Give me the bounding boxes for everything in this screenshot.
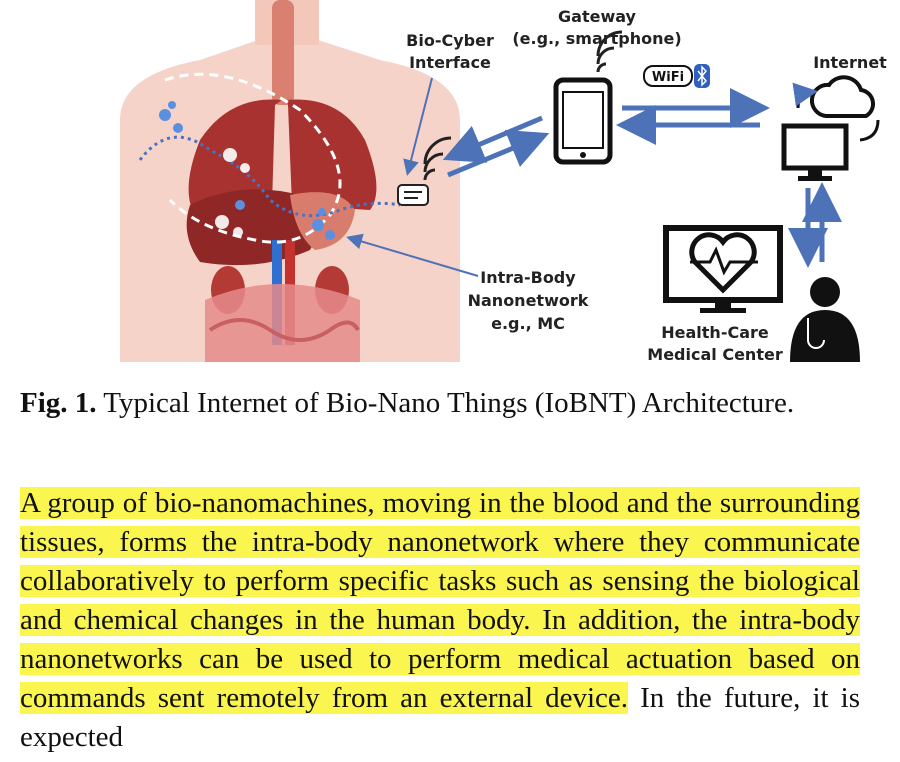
- smartphone-icon: [553, 30, 623, 165]
- figure-label: Fig. 1.: [20, 387, 97, 419]
- bio-cyber-label-line2: Interface: [409, 53, 491, 72]
- computer-icon: [781, 123, 849, 181]
- bio-cyber-pointer: [403, 77, 433, 176]
- internet-label: Internet: [813, 53, 887, 72]
- intra-body-label-line2: Nanonetwork: [468, 291, 589, 310]
- bio-cyber-label-line1: Bio-Cyber: [406, 31, 494, 50]
- cloud-icon: [792, 75, 880, 142]
- figure-caption-text: Typical Internet of Bio-Nano Things (IoB…: [103, 387, 795, 419]
- doctor-icon: [790, 277, 860, 362]
- heart-monitor-icon: [663, 225, 783, 313]
- paragraph-text: In the future, it is expected: [20, 682, 860, 753]
- body-organs-illustration: [120, 0, 460, 362]
- wifi-badge-icon: WiFi: [643, 65, 693, 87]
- gateway-example-label: (e.g., smartphone): [512, 29, 681, 48]
- health-care-label-line1: Health-Care: [661, 323, 769, 342]
- intra-body-label-line3: e.g., MC: [491, 314, 565, 333]
- signal-waves-icon: [596, 30, 623, 73]
- wifi-label: WiFi: [652, 70, 684, 85]
- body-paragraph: A group of bio-nanomachines, moving in t…: [20, 484, 860, 757]
- gateway-label: Gateway: [558, 7, 637, 26]
- intra-body-pointer: [346, 233, 479, 277]
- bluetooth-icon: [694, 64, 710, 88]
- body-to-gateway-arrow: [447, 129, 550, 178]
- health-care-label-line2: Medical Center: [647, 345, 783, 364]
- highlighted-text: A group of bio-nanomachines, moving in t…: [20, 487, 860, 714]
- intra-body-label-line1: Intra-Body: [480, 268, 576, 287]
- figure-caption: Fig. 1. Typical Internet of Bio-Nano Thi…: [20, 386, 860, 420]
- iobnt-architecture-figure: WiFi Gateway (e.g., smartphone) Bio-Cybe…: [120, 0, 887, 364]
- gateway-to-body-arrow: [442, 115, 543, 163]
